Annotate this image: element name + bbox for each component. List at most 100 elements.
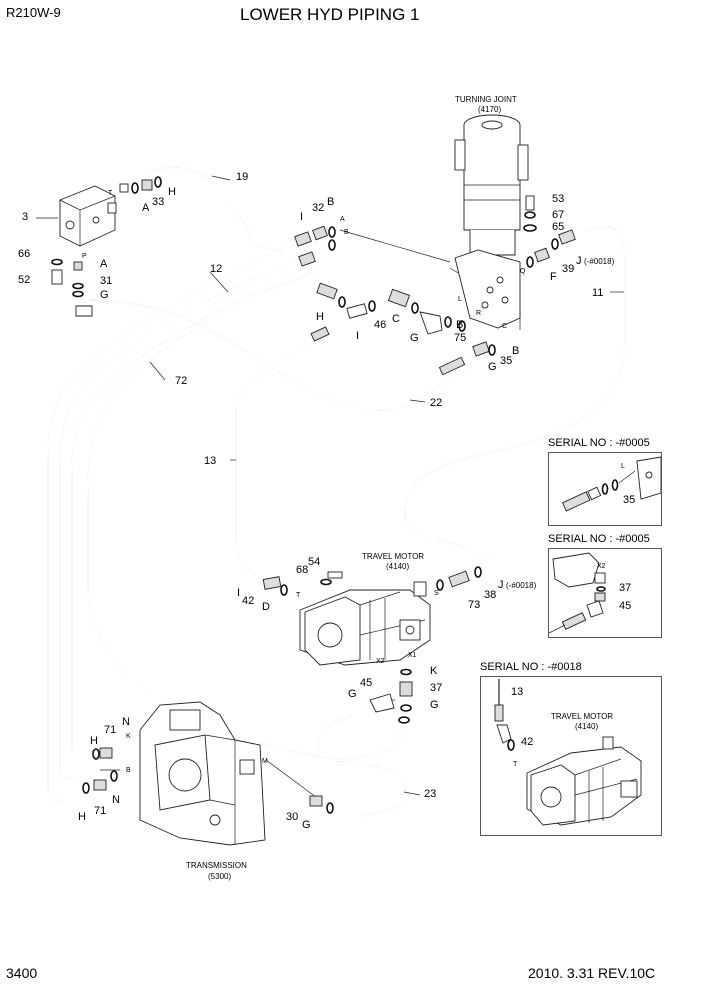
callout-68: 68 <box>296 564 309 576</box>
callout-h: H <box>90 735 98 747</box>
inset-b-port-x2: X2 <box>597 563 606 570</box>
callout-j: J <box>576 255 582 267</box>
inset-c-port-t: T <box>513 761 518 768</box>
turning-joint-label: TURNING JOINT <box>455 95 517 104</box>
turning-joint <box>454 114 529 329</box>
inset-a-serial: SERIAL NO : -#0005 <box>548 437 650 449</box>
callout-67: 67 <box>552 209 565 221</box>
hose-11 <box>404 226 626 561</box>
callout-b: B <box>512 345 520 357</box>
transmission-code: (5300) <box>208 872 232 881</box>
inset-a-drawing <box>561 456 661 512</box>
port-p: P <box>82 253 87 260</box>
callout-i: I <box>356 330 360 342</box>
callout-22: 22 <box>430 397 443 409</box>
travel-motor-code: (4140) <box>386 562 410 571</box>
callout-30: 30 <box>286 811 299 823</box>
port-c: C <box>502 323 508 330</box>
inset-a-port-l: L <box>621 463 625 470</box>
callout-11: 11 <box>592 287 604 299</box>
inset-c: 13 42 T TRAVEL MOTOR (4140) <box>480 676 662 836</box>
hose-72 <box>87 271 407 817</box>
callout-13: 13 <box>204 455 217 467</box>
callout-66: 66 <box>18 248 31 260</box>
port-r: R <box>476 310 482 317</box>
callout-12: 12 <box>210 263 223 275</box>
hose-bundle-12 <box>47 241 306 804</box>
callout-33: 33 <box>152 196 165 208</box>
inset-c-drawing <box>494 679 642 826</box>
travel-motor-main <box>262 566 482 724</box>
port-t: T <box>296 592 301 599</box>
callout-72: 72 <box>175 375 188 387</box>
port-k: K <box>126 733 131 740</box>
callout-71: 71 <box>104 724 117 736</box>
inset-c-callout-13: 13 <box>511 686 524 698</box>
page-title: LOWER HYD PIPING 1 <box>240 5 420 24</box>
turning-joint-code: (4170) <box>478 105 502 114</box>
port-m: M <box>262 758 268 765</box>
callout-54: 54 <box>308 556 321 568</box>
callout-n: N <box>122 716 130 728</box>
callout-71: 71 <box>94 805 107 817</box>
callout-b: B <box>456 319 464 331</box>
inset-b: X2 37 45 <box>548 548 662 638</box>
callout-45: 45 <box>360 677 373 689</box>
callout-d: D <box>262 601 270 613</box>
callout-g: G <box>302 819 311 831</box>
callout-75: 75 <box>454 332 467 344</box>
fittings-turning-joint <box>294 195 576 376</box>
callout-3: 3 <box>22 211 29 223</box>
callout-53: 53 <box>552 193 565 205</box>
callout-31: 31 <box>100 275 113 287</box>
port-s: S <box>434 590 439 597</box>
hose-22 <box>89 299 471 411</box>
port-x1: X1 <box>408 652 417 659</box>
callout-46: 46 <box>374 319 387 331</box>
serial-note: (-#0018) <box>584 257 615 266</box>
port-l: L <box>458 296 462 303</box>
callout-g: G <box>410 332 419 344</box>
callout-39: 39 <box>562 263 575 275</box>
page-number: 3400 <box>6 965 38 981</box>
callout-37: 37 <box>430 682 443 694</box>
transmission-label: TRANSMISSION <box>186 861 247 870</box>
inset-b-serial: SERIAL NO : -#0005 <box>548 533 650 545</box>
inset-c-callout-42: 42 <box>521 736 534 748</box>
valve-block-3 <box>59 185 117 247</box>
serial-note: (-#0018) <box>506 581 537 590</box>
callout-i: I <box>237 587 241 599</box>
callout-j: J <box>498 579 504 591</box>
callout-42: 42 <box>242 595 255 607</box>
hose-23 <box>317 715 403 762</box>
inset-b-callout-45: 45 <box>619 600 632 612</box>
fittings-block <box>51 176 162 317</box>
hose-19 <box>149 166 283 253</box>
callout-38: 38 <box>484 589 497 601</box>
callout-19: 19 <box>236 171 249 183</box>
revision-label: 2010. 3.31 REV.10C <box>528 965 656 981</box>
callout-a: A <box>142 202 150 214</box>
callout-k: K <box>430 665 438 677</box>
inset-a: L 35 <box>548 452 662 526</box>
port-t: T <box>108 190 113 197</box>
callout-h: H <box>316 311 324 323</box>
transmission <box>82 701 334 846</box>
callout-i: I <box>300 211 304 223</box>
model-label: R210W-9 <box>6 5 61 20</box>
inset-b-callout-37: 37 <box>619 582 632 594</box>
callout-g: G <box>430 699 439 711</box>
port-b: B <box>344 229 349 236</box>
callout-h: H <box>78 811 86 823</box>
callout-73: 73 <box>468 599 481 611</box>
port-q: Q <box>520 268 526 275</box>
callout-g: G <box>348 688 357 700</box>
port-b: B <box>126 767 131 774</box>
callout-c: C <box>392 313 400 325</box>
callout-a: A <box>100 258 108 270</box>
hose-13 <box>235 337 319 576</box>
callout-65: 65 <box>552 221 565 233</box>
callout-b: B <box>327 196 335 208</box>
